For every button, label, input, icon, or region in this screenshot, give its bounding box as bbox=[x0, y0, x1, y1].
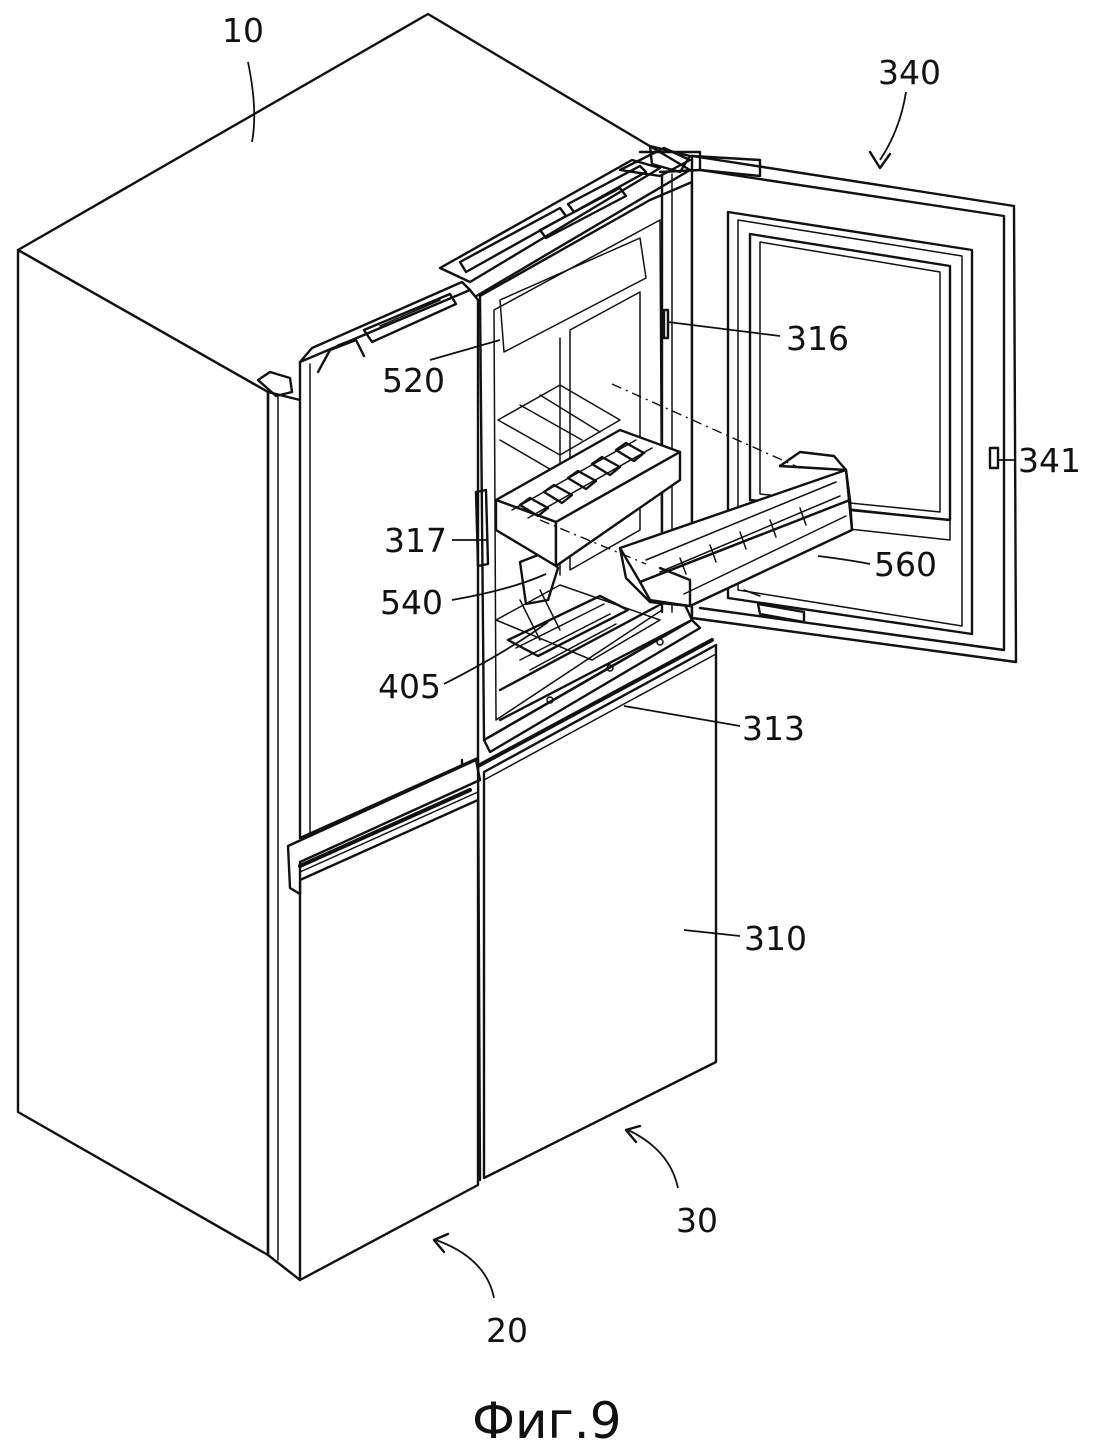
lower-left-drawer bbox=[288, 760, 480, 1280]
label-313: 313 bbox=[742, 709, 805, 748]
label-341: 341 bbox=[1018, 441, 1081, 480]
label-340: 340 bbox=[878, 53, 941, 92]
figure-caption: Фиг.9 bbox=[472, 1392, 622, 1447]
label-10: 10 bbox=[222, 11, 264, 50]
arrow-30 bbox=[626, 1126, 678, 1188]
lower-right-drawer bbox=[478, 640, 716, 1180]
label-30: 30 bbox=[676, 1201, 718, 1240]
label-316: 316 bbox=[786, 319, 849, 358]
label-520: 520 bbox=[382, 361, 445, 400]
label-317: 317 bbox=[384, 521, 447, 560]
label-310: 310 bbox=[744, 919, 807, 958]
arrow-20 bbox=[434, 1234, 494, 1298]
label-560: 560 bbox=[874, 545, 937, 584]
label-540: 540 bbox=[380, 583, 443, 622]
label-20: 20 bbox=[486, 1311, 528, 1350]
arrow-340 bbox=[870, 92, 906, 168]
label-405: 405 bbox=[378, 667, 441, 706]
